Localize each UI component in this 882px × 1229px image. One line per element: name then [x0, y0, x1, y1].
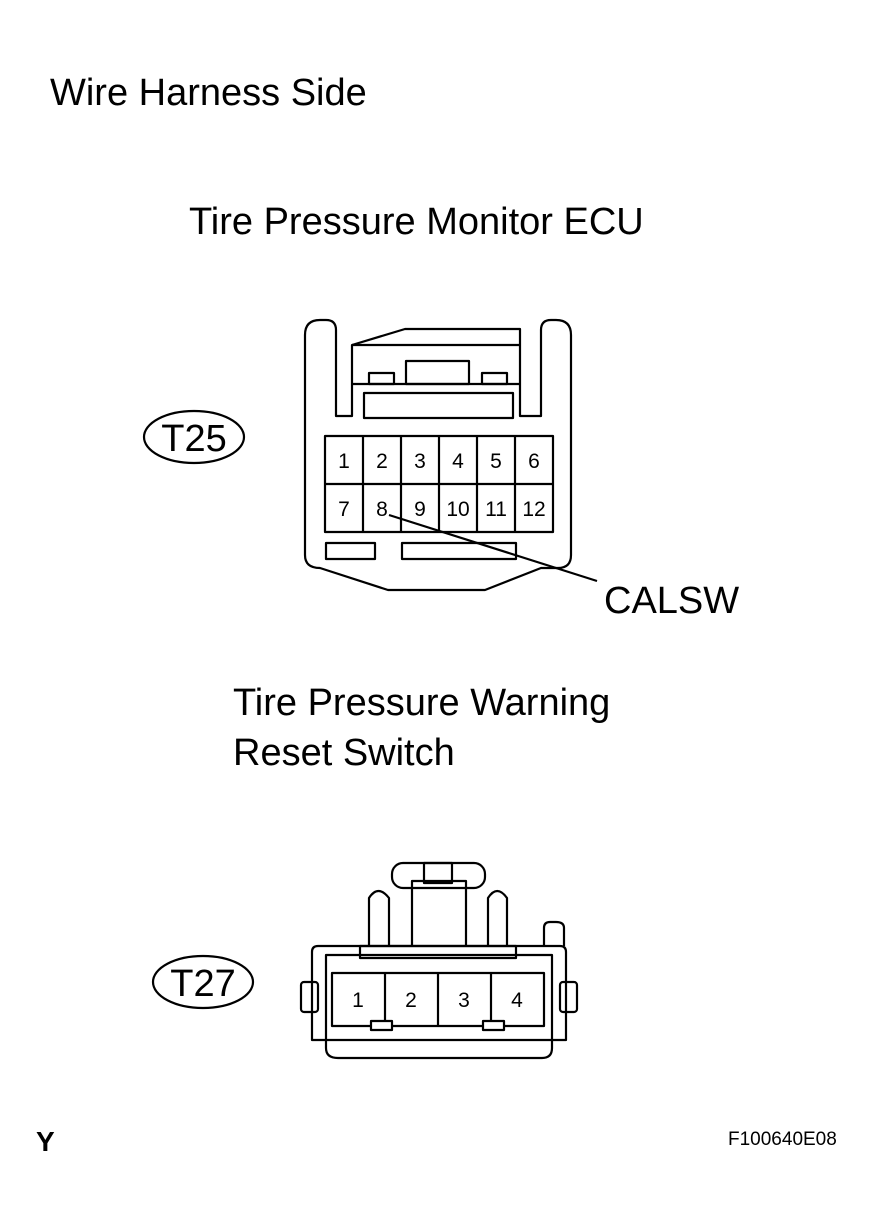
switch-clip-left: [299, 980, 320, 1014]
ecu-latch-lug-left: [367, 371, 396, 386]
ecu-latch-lug-right: [480, 371, 509, 386]
switch-finger-left: [367, 889, 391, 946]
ecu-pin-7: 7: [338, 498, 350, 521]
switch-housing-inner: [324, 953, 554, 1042]
switch-finger-right: [486, 889, 509, 946]
switch-pin-4: 4: [511, 989, 523, 1012]
ecu-pin-4: 4: [452, 450, 464, 473]
ecu-pin-5: 5: [490, 450, 502, 473]
ecu-latch-tab: [404, 359, 471, 386]
switch-clip-right: [558, 980, 579, 1014]
t25-badge-label: T25: [161, 418, 226, 460]
ecu-pin-9: 9: [414, 498, 426, 521]
switch-key-right: [481, 1019, 506, 1032]
switch-key-left: [369, 1019, 394, 1032]
calsw-leader-line: [388, 513, 598, 583]
ecu-title: Tire Pressure Monitor ECU: [189, 201, 644, 243]
switch-ledge: [358, 944, 518, 960]
ecu-pin-10: 10: [446, 498, 469, 521]
switch-stem: [410, 879, 468, 946]
switch-connector: 1 2 3 4: [299, 861, 579, 1060]
calsw-callout-label: CALSW: [604, 580, 740, 622]
t27-badge-label: T27: [170, 963, 235, 1005]
switch-right-tab: [542, 920, 566, 946]
ecu-bottom-cutout-right: [400, 541, 518, 561]
t25-badge-oval: [142, 409, 246, 465]
switch-title-line2: Reset Switch: [233, 732, 455, 774]
switch-title-line1: Tire Pressure Warning: [233, 682, 611, 724]
ecu-pin-12: 12: [522, 498, 545, 521]
figure-code: F100640E08: [728, 1129, 837, 1150]
ecu-pin-6: 6: [528, 450, 540, 473]
ecu-key-slot: [362, 391, 515, 420]
ecu-connector: 1 2 3 4 5 6 7 8 9 10 11 12: [303, 318, 598, 592]
t25-badge: T25: [142, 409, 246, 465]
ecu-pin-8: 8: [376, 498, 388, 521]
ecu-pin-11: 11: [485, 498, 507, 521]
switch-cap-notch: [422, 861, 454, 885]
footer-left-code: Y: [36, 1126, 55, 1157]
ecu-pin-2: 2: [376, 450, 388, 473]
switch-pin-1: 1: [352, 989, 364, 1012]
switch-pin-2: 2: [405, 989, 417, 1012]
ecu-connector-body: [303, 318, 573, 592]
t27-badge: T27: [151, 954, 255, 1010]
t27-badge-oval: [151, 954, 255, 1010]
ecu-pin-3: 3: [414, 450, 426, 473]
ecu-bottom-cutout-left: [324, 541, 377, 561]
switch-top-cap: [390, 861, 487, 890]
switch-housing-outer: [310, 944, 568, 1060]
ecu-pin-1: 1: [338, 450, 350, 473]
switch-pin-3: 3: [458, 989, 470, 1012]
diagram-heading: Wire Harness Side: [50, 72, 367, 114]
